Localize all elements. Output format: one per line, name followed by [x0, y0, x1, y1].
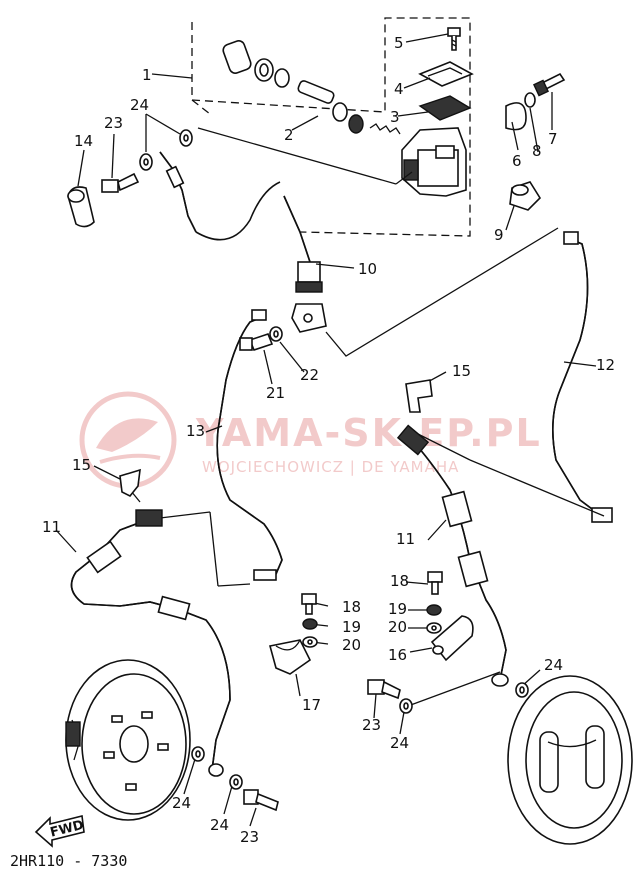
cap-screw	[447, 27, 461, 51]
hose-bracket-left	[269, 639, 312, 675]
joint-washer	[269, 326, 283, 342]
callout-12: 12	[596, 356, 615, 374]
callout-labels: 1 2 3 4 5 6 7 8 9 10 11 11 12 13 14 15 1…	[42, 34, 615, 846]
left-brake-hose	[70, 509, 231, 777]
callout-23-right: 23	[362, 716, 381, 734]
copper-washer-upper-left	[139, 153, 153, 171]
copper-washer-lower-right-1	[399, 698, 413, 714]
callout-2: 2	[284, 126, 294, 144]
callout-11-right: 11	[396, 530, 415, 548]
callout-17: 17	[302, 696, 321, 714]
copper-washer-lower-left-2	[229, 774, 243, 790]
callout-18-left: 18	[342, 598, 361, 616]
bracket-bolt-right	[427, 571, 443, 595]
callout-13: 13	[186, 422, 205, 440]
callout-16: 16	[388, 646, 407, 664]
plain-washer-left	[302, 636, 318, 648]
callout-21: 21	[266, 384, 285, 402]
callout-24-right-1: 24	[390, 734, 409, 752]
banjo-bolt-lower-left	[243, 789, 279, 812]
fwd-label: FWD	[49, 818, 86, 841]
callout-3: 3	[390, 108, 400, 126]
joint-bolt	[239, 333, 274, 351]
forward-arrow-icon: FWD	[34, 815, 86, 848]
hose-clip-right	[405, 379, 433, 413]
brake-hose-joint	[291, 261, 327, 333]
master-cylinder-kit	[222, 40, 401, 135]
holder-washer	[524, 92, 536, 108]
callout-23-left: 23	[240, 828, 259, 846]
callout-7: 7	[548, 130, 558, 148]
callout-15-left: 15	[72, 456, 91, 474]
hose-cover	[509, 181, 542, 211]
lock-washer-left	[302, 618, 318, 630]
callout-18-right: 18	[390, 572, 409, 590]
hose-bracket-right	[430, 615, 474, 662]
callout-23-upper: 23	[104, 114, 123, 132]
callout-24-left-2: 24	[210, 816, 229, 834]
reservoir-cap	[418, 61, 474, 87]
callout-24-right-2: 24	[544, 656, 563, 674]
callout-15-right: 15	[452, 362, 471, 380]
holder-bolt	[533, 72, 566, 97]
right-brake-panel	[507, 675, 633, 845]
callout-6: 6	[512, 152, 522, 170]
callout-10: 10	[358, 260, 377, 278]
callout-19-left: 19	[342, 618, 361, 636]
callout-11-left: 11	[42, 518, 61, 536]
lever-cover	[67, 186, 95, 228]
master-cylinder-body	[401, 127, 467, 197]
callout-8: 8	[532, 142, 542, 160]
banjo-bolt-upper	[101, 172, 140, 193]
lock-washer-right	[426, 604, 442, 616]
bracket-bolt-left	[301, 593, 317, 615]
callout-4: 4	[394, 80, 404, 98]
plain-washer-right	[426, 622, 442, 634]
copper-washer-upper-right	[179, 129, 193, 147]
upper-brake-hose	[159, 151, 311, 263]
watermark-logo-icon	[79, 391, 177, 489]
diaphragm	[418, 95, 472, 121]
callout-20-left: 20	[342, 636, 361, 654]
left-brake-drum	[65, 659, 191, 821]
callout-1: 1	[142, 66, 152, 84]
callout-24-upper: 24	[130, 96, 149, 114]
banjo-bolt-lower-right	[367, 679, 401, 700]
callout-19-right: 19	[388, 600, 407, 618]
hose-clip-left	[119, 468, 141, 498]
watermark-subtitle: WOJCIECHOWICZ | DE YAMAHA	[202, 458, 459, 476]
master-cylinder-group-outline	[191, 17, 471, 237]
right-brake-pipe	[552, 231, 613, 523]
callout-20-right: 20	[388, 618, 407, 636]
master-cylinder-holder	[505, 102, 527, 131]
callout-5: 5	[394, 34, 404, 52]
left-brake-pipe	[216, 309, 283, 581]
callout-22: 22	[300, 366, 319, 384]
watermark-title: YAMA-SK EP.PL	[195, 411, 542, 455]
right-brake-hose	[396, 424, 509, 687]
copper-washer-lower-right-2	[515, 682, 529, 698]
diagram-code: 2HR110 - 7330	[10, 852, 127, 870]
watermark: YAMA-SK EP.PL WOJCIECHOWICZ | DE YAMAHA	[79, 391, 542, 489]
callout-14: 14	[74, 132, 93, 150]
callout-9: 9	[494, 226, 504, 244]
copper-washer-lower-left-1	[191, 746, 205, 762]
callout-24-left-1: 24	[172, 794, 191, 812]
